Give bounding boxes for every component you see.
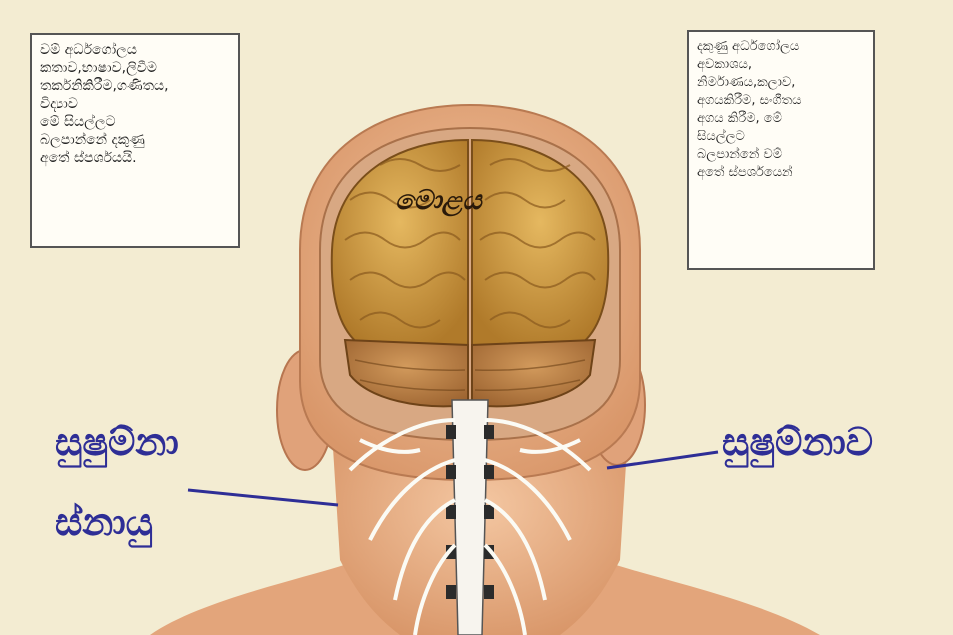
spinal-cord-label: සුෂුම්නාව xyxy=(722,420,873,465)
left-hemisphere-note-text: වම් අර්ධගෝලය කතාව,භාෂාව,ලිවීම තර්කනිකිරී… xyxy=(40,41,230,167)
spinal-nerves-label-line1: සුෂුම්නා xyxy=(55,420,179,465)
left-pointer-line xyxy=(188,490,338,505)
spinal-nerves-label-line2: ස්නායු xyxy=(55,500,153,545)
brain-label: මොළය xyxy=(395,185,482,217)
left-hemisphere-note: වම් අර්ධගෝලය කතාව,භාෂාව,ලිවීම තර්කනිකිරී… xyxy=(30,33,240,248)
right-hemisphere-note: දකුණු අර්ධගෝලය අවකාශය, නිර්මාණය,කලාව, අග… xyxy=(687,30,875,270)
spinal-cord xyxy=(452,400,488,635)
right-hemisphere-note-text: දකුණු අර්ධගෝලය අවකාශය, නිර්මාණය,කලාව, අග… xyxy=(697,38,865,182)
